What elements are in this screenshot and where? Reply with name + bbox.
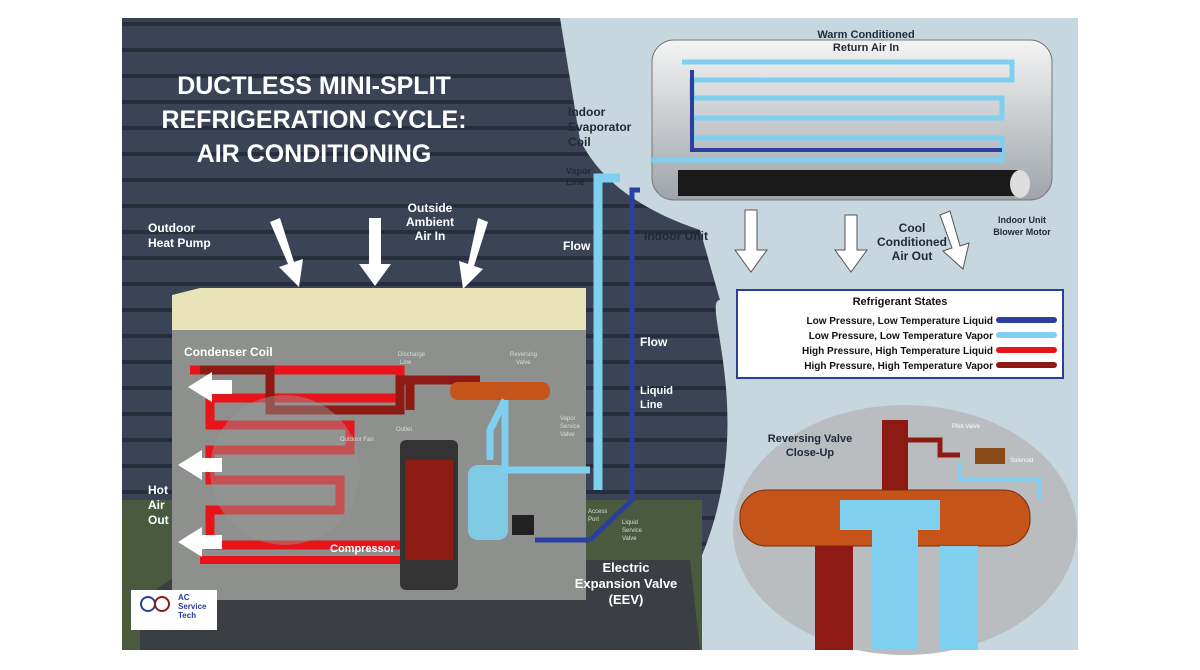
discharge-line-label-2: Line	[400, 360, 412, 366]
hot-air-label-2: Air	[148, 498, 165, 512]
discharge-line-label: Discharge	[398, 352, 426, 358]
outdoor-fan	[210, 395, 360, 545]
ac-service-tech-logo: AC Service Tech	[131, 590, 217, 630]
down-arrow-icon	[734, 209, 768, 273]
vapor-line-label-2: Line	[566, 177, 585, 187]
eev-label-3: (EEV)	[609, 592, 644, 607]
reversing-valve-label-2: Valve	[516, 360, 531, 366]
eev-valve	[512, 515, 534, 535]
vapor-line	[593, 173, 620, 490]
outdoor-heat-pump-label-2: Heat Pump	[148, 236, 211, 250]
outdoor-fan-label: Outdoor Fan	[340, 437, 374, 443]
logo-text-2: Service	[178, 602, 207, 611]
legend-item-label: High Pressure, High Temperature Vapor	[804, 361, 993, 372]
vapor-service-valve-label: Vapor	[560, 416, 576, 422]
vapor-line-label: Vapor	[566, 166, 592, 176]
title-line-3: AIR CONDITIONING	[197, 140, 432, 168]
reversing-valve-closeup	[733, 405, 1077, 655]
left-arrow-icon	[178, 450, 222, 480]
liquid-line	[588, 187, 640, 542]
logo-text: AC	[178, 593, 190, 602]
liquid-service-valve-label-3: Valve	[622, 536, 637, 542]
liquid-service-valve-label: Liquid	[622, 520, 638, 526]
liquid-line-label-2: Line	[640, 399, 663, 411]
hot-air-label-3: Out	[148, 513, 169, 527]
closeup-title: Reversing Valve	[768, 433, 852, 445]
vapor-service-valve-label-3: Valve	[560, 432, 575, 438]
logo-text-3: Tech	[178, 611, 196, 620]
pilot-valve-label: Pilot Valve	[952, 424, 981, 430]
evaporator-label: Indoor	[568, 105, 606, 119]
solenoid-label: Solenoid	[1010, 458, 1033, 464]
legend-title: Refrigerant States	[853, 296, 948, 308]
liquid-service-valve-label-2: Service	[622, 528, 643, 534]
legend-item-label: Low Pressure, Low Temperature Vapor	[809, 331, 993, 342]
legend: Refrigerant States Low Pressure, Low Tem…	[736, 289, 1064, 379]
flow-down-label: Flow	[563, 239, 591, 253]
access-port-label: Access	[588, 509, 607, 515]
outside-air-label-3: Air In	[415, 229, 446, 243]
indoor-unit	[651, 39, 1053, 201]
down-arrow-icon	[459, 218, 488, 289]
outside-air-label: Outside	[408, 201, 453, 215]
accumulator	[468, 465, 508, 540]
reversing-valve-label: Reversing	[510, 352, 537, 358]
cool-air-arrows	[734, 209, 970, 273]
liquid-line-label: Liquid	[640, 385, 673, 397]
condenser-coil-label: Condenser Coil	[184, 345, 273, 359]
access-port-label-2: Port	[588, 517, 599, 523]
down-arrow-icon	[359, 218, 391, 286]
cool-air-label-3: Air Out	[892, 249, 933, 263]
cool-air-label: Cool	[899, 221, 926, 235]
closeup-title-2: Close-Up	[786, 447, 835, 459]
evaporator-label-2: Evaporator	[568, 120, 632, 134]
title-line-1: DUCTLESS MINI-SPLIT	[177, 72, 451, 100]
outdoor-unit	[172, 288, 590, 600]
flow-up-label: Flow	[640, 335, 668, 349]
page-title: DUCTLESS MINI-SPLIT REFRIGERATION CYCLE:…	[161, 72, 466, 168]
outside-air-label-2: Ambient	[406, 215, 454, 229]
compressor-label: Compressor	[330, 543, 396, 555]
warm-return-label: Warm Conditioned	[817, 29, 914, 41]
blower-motor-label: Indoor Unit	[998, 215, 1046, 225]
left-arrow-icon	[188, 372, 232, 402]
vapor-service-valve-label-2: Service	[560, 424, 581, 430]
cool-air-label-2: Conditioned	[877, 235, 947, 249]
outside-air-arrows	[270, 218, 488, 289]
eev-label: Electric	[603, 560, 650, 575]
outdoor-heat-pump-label: Outdoor	[148, 221, 196, 235]
louvers	[678, 170, 1018, 196]
down-arrow-icon	[834, 214, 868, 273]
legend-item-label: Low Pressure, Low Temperature Liquid	[806, 316, 993, 327]
reversing-valve	[450, 382, 550, 400]
legend-item-label: High Pressure, High Temperature Liquid	[802, 346, 993, 357]
hot-air-arrows	[178, 372, 232, 557]
down-arrow-icon	[270, 218, 303, 287]
down-arrow-icon	[939, 210, 970, 270]
warm-return-label-2: Return Air In	[833, 42, 899, 54]
hot-air-label: Hot	[148, 483, 168, 497]
eev-label-2: Expansion Valve	[575, 576, 678, 591]
indoor-unit-label: Indoor Unit	[644, 229, 708, 243]
evaporator-label-3: Coil	[568, 135, 591, 149]
left-arrow-icon	[178, 527, 222, 557]
outlet-label: Outlet	[396, 427, 412, 433]
blower-motor-label-2: Blower Motor	[993, 227, 1051, 237]
blower-motor	[1010, 170, 1030, 198]
title-line-2: REFRIGERATION CYCLE:	[161, 106, 466, 134]
